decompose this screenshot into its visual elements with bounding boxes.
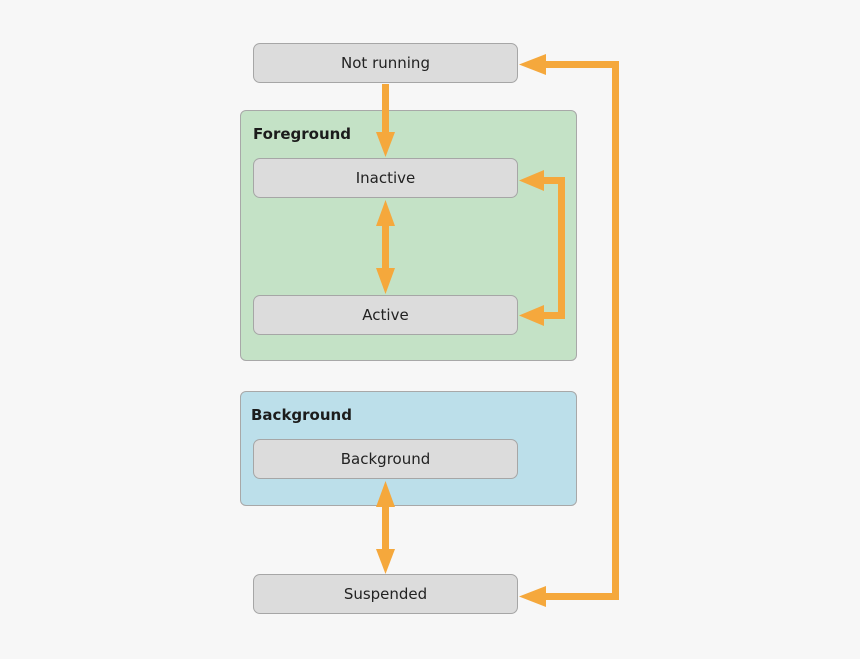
state-active: Active [253, 295, 518, 335]
state-inactive: Inactive [253, 158, 518, 198]
state-suspended: Suspended [253, 574, 518, 614]
state-not-running: Not running [253, 43, 518, 83]
background-group-title: Background [251, 406, 352, 424]
state-background: Background [253, 439, 518, 479]
foreground-group-title: Foreground [253, 125, 352, 143]
